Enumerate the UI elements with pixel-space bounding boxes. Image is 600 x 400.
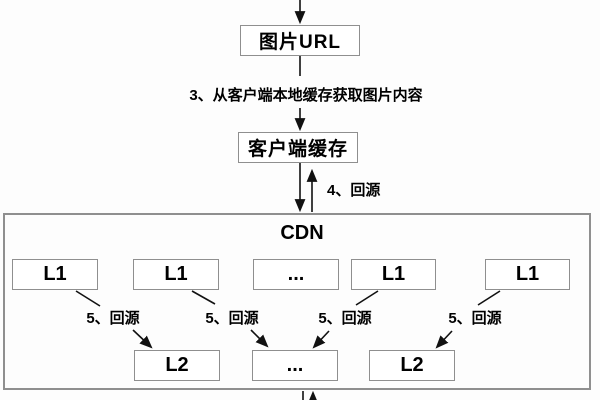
step5-label-2: 5、回源 (205, 310, 259, 327)
l1-node-1: L1 (12, 259, 98, 290)
l1-node-4: L1 (351, 259, 436, 290)
step5-label-4: 5、回源 (448, 310, 502, 327)
l1-node-1-label: L1 (43, 263, 67, 285)
step3-label: 3、从客户端本地缓存获取图片内容 (189, 87, 423, 104)
client-cache-node: 客户端缓存 (238, 132, 358, 163)
l2-node-1-label: L2 (165, 354, 189, 376)
l1-node-ellipsis: ... (253, 259, 339, 290)
client-cache-label: 客户端缓存 (247, 139, 348, 160)
l1-node-5: L1 (485, 259, 570, 290)
l2-node-3: L2 (369, 350, 455, 381)
l2-node-ellipsis-label: ... (286, 354, 304, 376)
step5-label-1: 5、回源 (86, 310, 140, 327)
l1-node-5-label: L1 (515, 263, 540, 285)
l1-node-2: L1 (133, 259, 219, 290)
l2-node-3-label: L2 (400, 354, 424, 376)
image-url-node: 图片URL (240, 25, 360, 56)
l2-node-1: L2 (134, 350, 220, 381)
step4-label: 4、回源 (327, 182, 381, 199)
image-url-label: 图片URL (258, 32, 342, 53)
cdn-title: CDN (280, 222, 324, 244)
step5-label-3: 5、回源 (318, 310, 372, 327)
l1-node-ellipsis-label: ... (287, 263, 305, 285)
l1-node-4-label: L1 (381, 263, 406, 285)
l2-node-ellipsis: ... (252, 350, 338, 381)
cdn-container (3, 213, 591, 390)
l1-node-2-label: L1 (164, 263, 188, 285)
